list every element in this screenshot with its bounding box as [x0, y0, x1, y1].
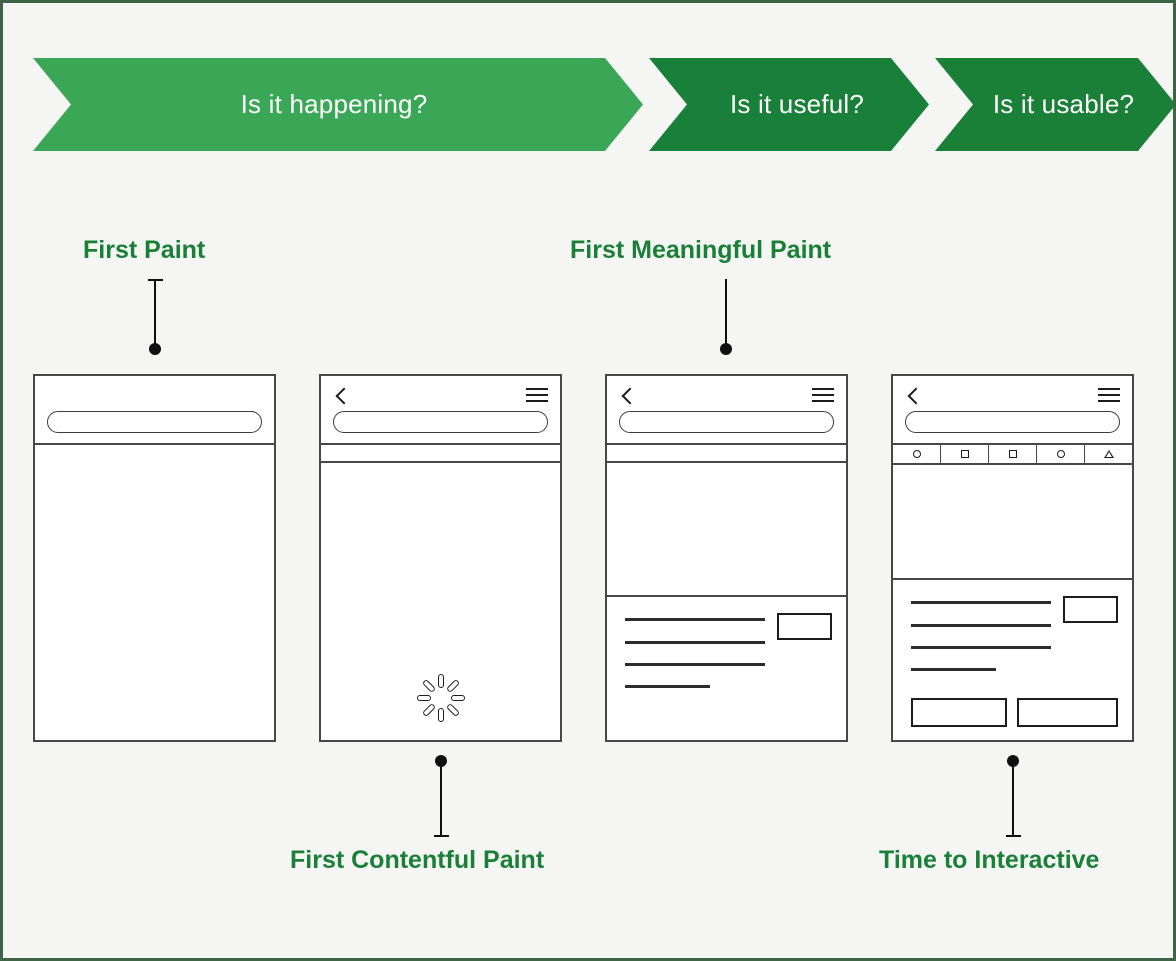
phone-mockup-time-to-interactive — [891, 374, 1134, 742]
text-line — [911, 668, 996, 671]
connector-line — [1012, 761, 1014, 837]
action-button-secondary[interactable] — [1017, 698, 1118, 727]
connector-first-contentful-paint — [431, 755, 451, 839]
toolbar-cell-circle-1[interactable] — [893, 445, 941, 463]
connector-first-meaningful-paint — [716, 279, 736, 355]
square-icon — [1008, 450, 1017, 458]
hamburger-menu-icon[interactable] — [812, 388, 834, 404]
phone-mockup-first-meaningful-paint — [605, 374, 848, 742]
browser-header — [893, 376, 1132, 445]
address-bar[interactable] — [619, 411, 834, 433]
connector-time-to-interactive — [1003, 755, 1023, 839]
phase-banner: Is it happening? Is it useful? Is it usa… — [33, 58, 1173, 151]
phone-mockup-first-paint — [33, 374, 276, 742]
content-divider — [893, 578, 1132, 580]
text-line — [625, 641, 765, 644]
metric-label-time-to-interactive: Time to Interactive — [879, 846, 1100, 874]
back-icon[interactable] — [905, 386, 921, 406]
toolbar-cell-triangle[interactable] — [1085, 445, 1132, 463]
action-button-primary[interactable] — [911, 698, 1007, 727]
browser-header — [607, 376, 846, 445]
circle-icon — [912, 450, 921, 458]
hamburger-menu-icon[interactable] — [1098, 388, 1120, 404]
toolbar-cell-square-2[interactable] — [989, 445, 1037, 463]
phone-mockup-first-contentful-paint — [319, 374, 562, 742]
text-line — [911, 646, 1051, 649]
connector-line — [154, 279, 156, 349]
phase-label: Is it happening? — [240, 89, 428, 119]
metric-label-first-paint: First Paint — [83, 236, 206, 264]
connector-cap — [434, 835, 449, 837]
phase-segment-is-it-happening: Is it happening? — [33, 58, 643, 151]
phase-label: Is it usable? — [992, 89, 1135, 119]
thumbnail-box — [777, 613, 832, 640]
content-divider — [607, 595, 846, 597]
square-icon — [960, 450, 969, 458]
address-bar[interactable] — [905, 411, 1120, 433]
sub-toolbar — [321, 445, 560, 463]
browser-header — [35, 376, 274, 445]
connector-dot — [149, 343, 161, 355]
connector-dot — [720, 343, 732, 355]
connector-line — [725, 279, 727, 349]
connector-line — [440, 761, 442, 837]
phase-segment-is-it-useful: Is it useful? — [649, 58, 929, 151]
toolbar-cell-square-1[interactable] — [941, 445, 989, 463]
connector-first-paint — [145, 279, 165, 355]
sub-toolbar — [607, 445, 846, 463]
text-line — [911, 624, 1051, 627]
text-line — [625, 663, 765, 666]
triangle-icon — [1103, 450, 1114, 458]
back-icon[interactable] — [333, 386, 349, 406]
icon-toolbar — [893, 445, 1132, 465]
text-line — [911, 601, 1051, 604]
circle-icon — [1056, 450, 1065, 458]
text-line — [625, 685, 710, 688]
back-icon[interactable] — [619, 386, 635, 406]
phase-segment-is-it-usable: Is it usable? — [935, 58, 1173, 151]
browser-header — [321, 376, 560, 445]
thumbnail-box — [1063, 596, 1118, 623]
hamburger-menu-icon[interactable] — [526, 388, 548, 404]
loading-spinner-icon — [416, 673, 466, 723]
address-bar[interactable] — [47, 411, 262, 433]
toolbar-cell-circle-2[interactable] — [1037, 445, 1085, 463]
address-bar[interactable] — [333, 411, 548, 433]
metric-label-first-meaningful-paint: First Meaningful Paint — [570, 236, 832, 264]
metric-label-first-contentful-paint: First Contentful Paint — [290, 846, 545, 874]
phase-label: Is it useful? — [729, 89, 865, 119]
connector-cap — [1006, 835, 1021, 837]
text-line — [625, 618, 765, 621]
